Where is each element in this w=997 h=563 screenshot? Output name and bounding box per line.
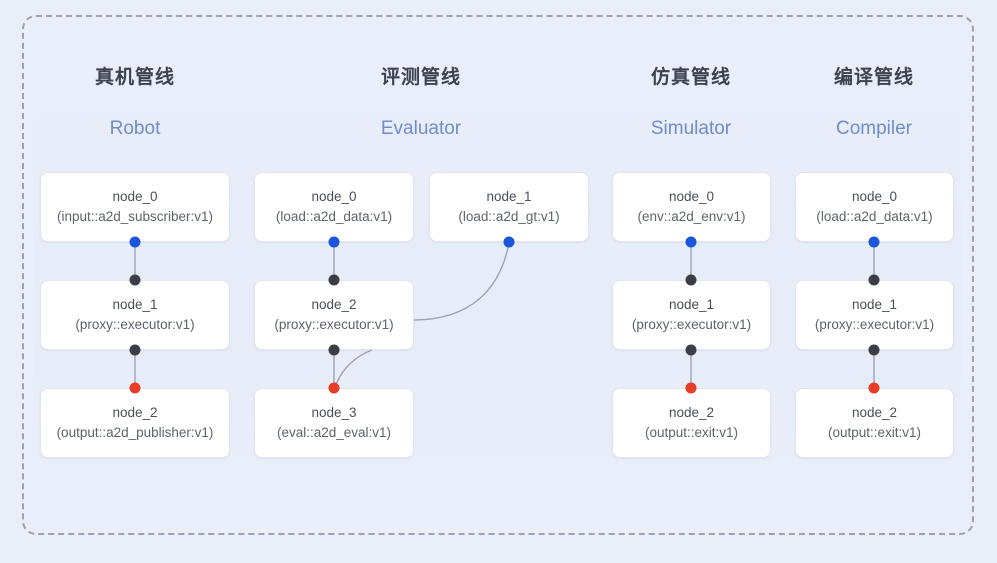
- port-compiler-2-input[interactable]: [868, 382, 880, 394]
- node-name: node_1: [851, 297, 898, 312]
- node-name: node_3: [311, 405, 357, 420]
- node-evaluator-0[interactable]: node_0 (load::a2d_data:v1): [254, 172, 414, 242]
- port-evaluator-1-output[interactable]: [503, 236, 515, 248]
- node-evaluator-1[interactable]: node_1 (load::a2d_gt:v1): [429, 172, 589, 242]
- node-spec: (output::exit:v1): [827, 425, 922, 440]
- port-compiler-1-input[interactable]: [868, 274, 880, 286]
- node-spec: (output::exit:v1): [644, 425, 739, 440]
- node-name: node_1: [486, 189, 532, 204]
- node-spec: (proxy::executor:v1): [75, 317, 195, 332]
- node-name: node_0: [668, 189, 715, 204]
- port-robot-1-input[interactable]: [129, 274, 141, 286]
- node-name: node_1: [112, 297, 158, 312]
- node-name: node_2: [112, 405, 158, 420]
- port-evaluator-2-output[interactable]: [328, 344, 340, 356]
- node-spec: (load::a2d_data:v1): [275, 209, 393, 224]
- node-simulator-2[interactable]: node_2 (output::exit:v1): [612, 388, 771, 458]
- node-name: node_2: [311, 297, 357, 312]
- port-simulator-1-output[interactable]: [685, 344, 697, 356]
- node-name: node_1: [668, 297, 715, 312]
- node-spec: (eval::a2d_eval:v1): [276, 425, 392, 440]
- node-robot-0[interactable]: node_0 (input::a2d_subscriber:v1): [40, 172, 230, 242]
- node-spec: (load::a2d_gt:v1): [458, 209, 560, 224]
- node-compiler-0[interactable]: node_0 (load::a2d_data:v1): [795, 172, 954, 242]
- port-simulator-2-input[interactable]: [685, 382, 697, 394]
- node-spec: (input::a2d_subscriber:v1): [56, 209, 214, 224]
- port-simulator-1-input[interactable]: [685, 274, 697, 286]
- node-robot-2[interactable]: node_2 (output::a2d_publisher:v1): [40, 388, 230, 458]
- node-evaluator-3[interactable]: node_3 (eval::a2d_eval:v1): [254, 388, 414, 458]
- node-name: node_2: [851, 405, 898, 420]
- node-spec: (proxy::executor:v1): [631, 317, 752, 332]
- node-compiler-1[interactable]: node_1 (proxy::executor:v1): [795, 280, 954, 350]
- node-simulator-0[interactable]: node_0 (env::a2d_env:v1): [612, 172, 771, 242]
- port-evaluator-0-output[interactable]: [328, 236, 340, 248]
- port-robot-2-input[interactable]: [129, 382, 141, 394]
- node-simulator-1[interactable]: node_1 (proxy::executor:v1): [612, 280, 771, 350]
- port-compiler-1-output[interactable]: [868, 344, 880, 356]
- node-name: node_2: [668, 405, 715, 420]
- port-evaluator-3-input[interactable]: [328, 382, 340, 394]
- node-spec: (proxy::executor:v1): [814, 317, 935, 332]
- node-spec: (proxy::executor:v1): [274, 317, 394, 332]
- node-name: node_0: [851, 189, 898, 204]
- port-robot-1-output[interactable]: [129, 344, 141, 356]
- node-name: node_0: [311, 189, 357, 204]
- port-compiler-0-output[interactable]: [868, 236, 880, 248]
- node-spec: (load::a2d_data:v1): [816, 209, 933, 224]
- node-name: node_0: [112, 189, 158, 204]
- node-spec: (output::a2d_publisher:v1): [56, 425, 214, 440]
- node-spec: (env::a2d_env:v1): [637, 209, 746, 224]
- port-robot-0-output[interactable]: [129, 236, 141, 248]
- port-simulator-0-output[interactable]: [685, 236, 697, 248]
- node-evaluator-2[interactable]: node_2 (proxy::executor:v1): [254, 280, 414, 350]
- node-robot-1[interactable]: node_1 (proxy::executor:v1): [40, 280, 230, 350]
- node-compiler-2[interactable]: node_2 (output::exit:v1): [795, 388, 954, 458]
- port-evaluator-2-input[interactable]: [328, 274, 340, 286]
